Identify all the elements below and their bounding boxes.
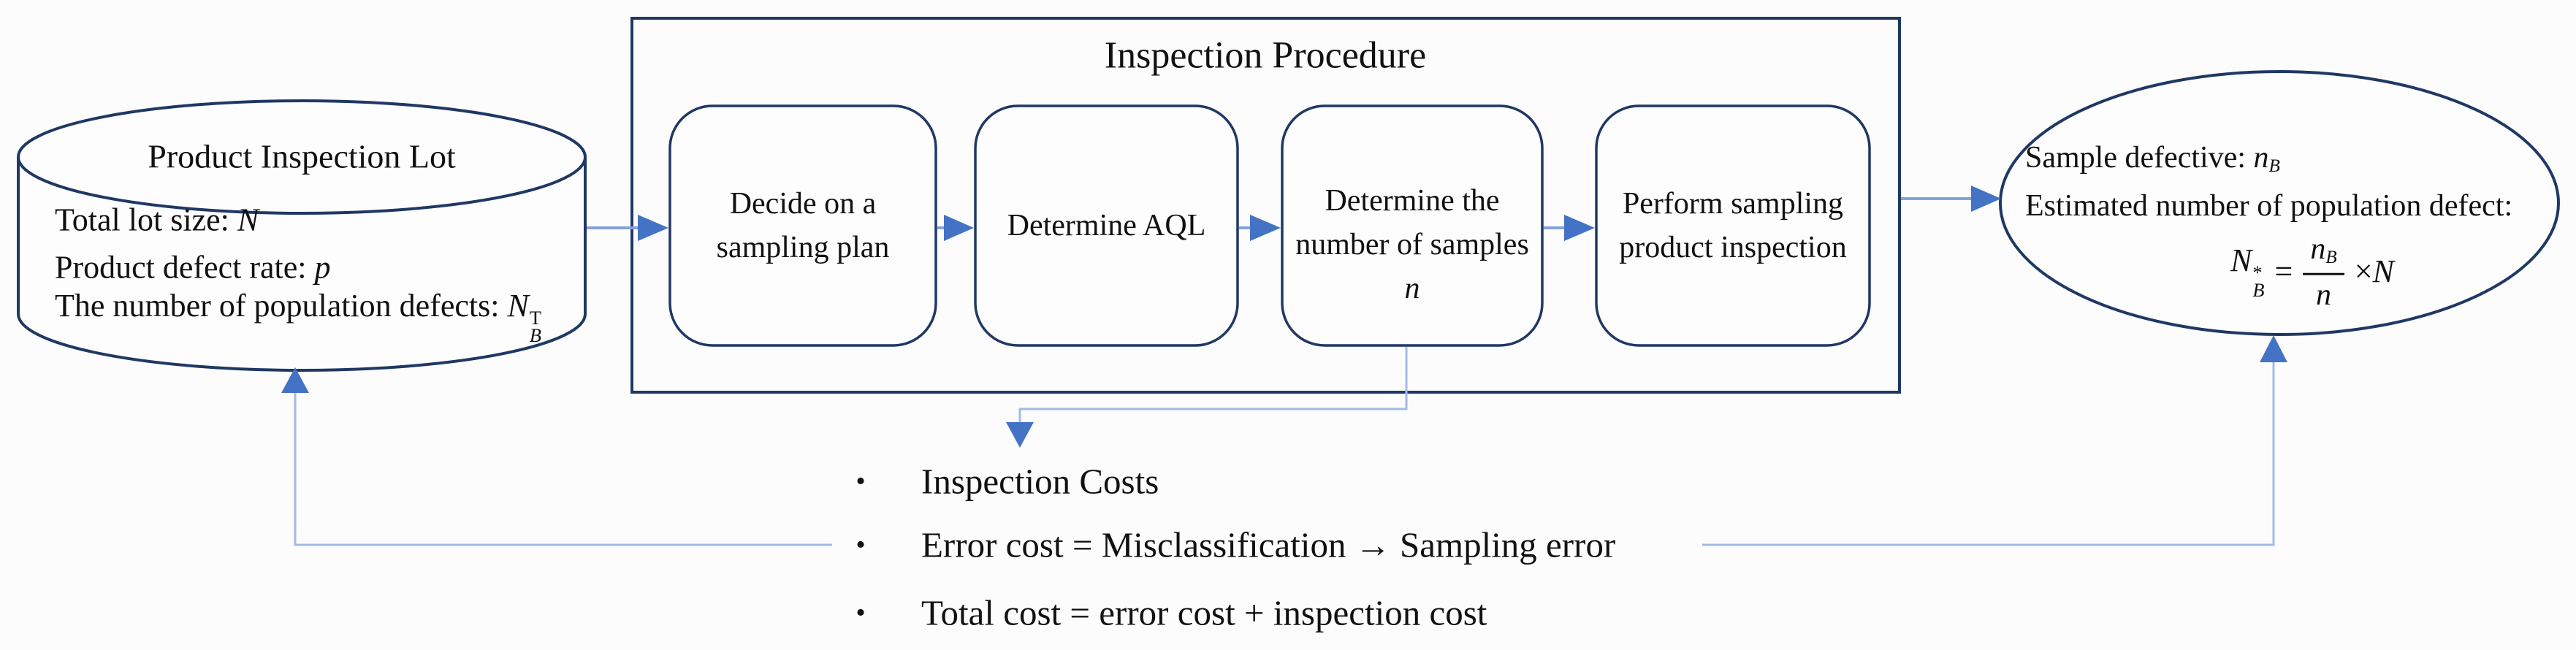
bullet-icon: • bbox=[856, 466, 866, 497]
formula-num-sub: B bbox=[2325, 248, 2337, 268]
formula-lhs-symbol: N bbox=[2230, 242, 2252, 278]
formula-num-symbol: n bbox=[2310, 232, 2326, 266]
step-2-line-1: Determine AQL bbox=[1007, 208, 1206, 242]
step-1-line-1: Decide on a bbox=[729, 186, 877, 221]
population-defects-label: The number of population defects: bbox=[55, 287, 508, 324]
formula-denominator: n bbox=[2316, 278, 2332, 312]
note-item-inspection-costs: Inspection Costs bbox=[921, 461, 1159, 502]
cylinder-title: Product Inspection Lot bbox=[148, 137, 456, 175]
formula-times: × bbox=[2354, 253, 2373, 289]
connector-samples-to-notes-head bbox=[1006, 422, 1034, 448]
step-1-line-2: sampling plan bbox=[716, 231, 890, 264]
result-line-1-sub: B bbox=[2268, 156, 2280, 177]
formula-numerator: nB bbox=[2303, 232, 2344, 275]
population-defects-sub: B bbox=[529, 324, 541, 346]
defect-rate-line: Product defect rate: p bbox=[55, 249, 331, 286]
result-formula: N*B = nB n ×N bbox=[2230, 232, 2394, 312]
connector-notes-to-result bbox=[1702, 361, 2275, 546]
step-1-sampling-plan: Decide on a sampling plan bbox=[670, 106, 936, 345]
step-4-line-2: product inspection bbox=[1619, 231, 1847, 264]
procedure-box-outline bbox=[630, 17, 1901, 394]
procedure-title: Inspection Procedure bbox=[1104, 34, 1427, 77]
formula-lhs-sup: * bbox=[2252, 261, 2263, 283]
step-3-line-2: number of samples bbox=[1295, 227, 1529, 261]
formula-lhs: N*B bbox=[2230, 242, 2265, 301]
connector-notes-to-result-head bbox=[2260, 335, 2287, 362]
formula-equals: = bbox=[2274, 253, 2293, 289]
step-box-4-outline bbox=[1595, 104, 1871, 347]
step-box-2-outline bbox=[974, 104, 1239, 347]
formula-fraction: nB n bbox=[2303, 232, 2344, 312]
formula-rhs: N bbox=[2372, 253, 2394, 289]
step-box-1-outline bbox=[668, 104, 937, 347]
step-3-symbol: n bbox=[1404, 272, 1420, 306]
arrow-lot-to-step1-head bbox=[638, 215, 668, 241]
arrow-step1-to-step2-head bbox=[944, 215, 974, 241]
formula-times-rhs: ×N bbox=[2355, 256, 2394, 288]
result-line-2: Estimated number of population defect: bbox=[2025, 189, 2513, 223]
connector-notes-to-lot-head bbox=[281, 367, 309, 393]
arrow-procedure-to-result-head bbox=[1971, 186, 2001, 212]
step-4-line-1: Perform sampling bbox=[1622, 186, 1844, 221]
connector-samples-to-notes bbox=[1018, 347, 1408, 424]
bullet-icon: • bbox=[856, 597, 866, 628]
step-box-3-outline bbox=[1281, 104, 1544, 347]
population-defects-sup: T bbox=[529, 306, 541, 329]
step-3-line-1: Determine the bbox=[1325, 183, 1500, 218]
step-4-perform-inspection: Perform sampling product inspection bbox=[1596, 106, 1870, 345]
lot-size-line: Total lot size: N bbox=[55, 202, 259, 239]
note-item-error-cost: Error cost = Misclassification → Samplin… bbox=[921, 524, 1616, 565]
result-ellipse-outline bbox=[1999, 70, 2560, 336]
cylinder-cap bbox=[17, 99, 587, 215]
formula-lhs-sub: B bbox=[2252, 278, 2265, 301]
lot-size-label: Total lot size: bbox=[55, 202, 237, 238]
result-line-1-label: Sample defective: bbox=[2025, 140, 2254, 175]
result-line-1-symbol: n bbox=[2253, 140, 2269, 175]
bullet-icon: • bbox=[856, 529, 866, 560]
lot-size-symbol: N bbox=[237, 202, 259, 238]
population-defects-symbol: N bbox=[507, 287, 529, 324]
arrow-step3-to-step4-head bbox=[1564, 215, 1595, 241]
arrow-step2-to-step3-head bbox=[1250, 215, 1281, 241]
step-3-number-of-samples: Determine the number of samples n bbox=[1282, 106, 1542, 345]
cylinder-body bbox=[17, 157, 587, 372]
formula-lhs-supsub: *B bbox=[2252, 261, 2265, 301]
defect-rate-label: Product defect rate: bbox=[55, 249, 315, 286]
result-line-1: Sample defective: nB bbox=[2025, 140, 2280, 177]
note-item-total-cost: Total cost = error cost + inspection cos… bbox=[921, 592, 1487, 633]
step-2-determine-aql: Determine AQL bbox=[975, 106, 1238, 345]
defect-rate-symbol: p bbox=[314, 249, 331, 286]
connector-notes-to-lot bbox=[294, 391, 832, 546]
